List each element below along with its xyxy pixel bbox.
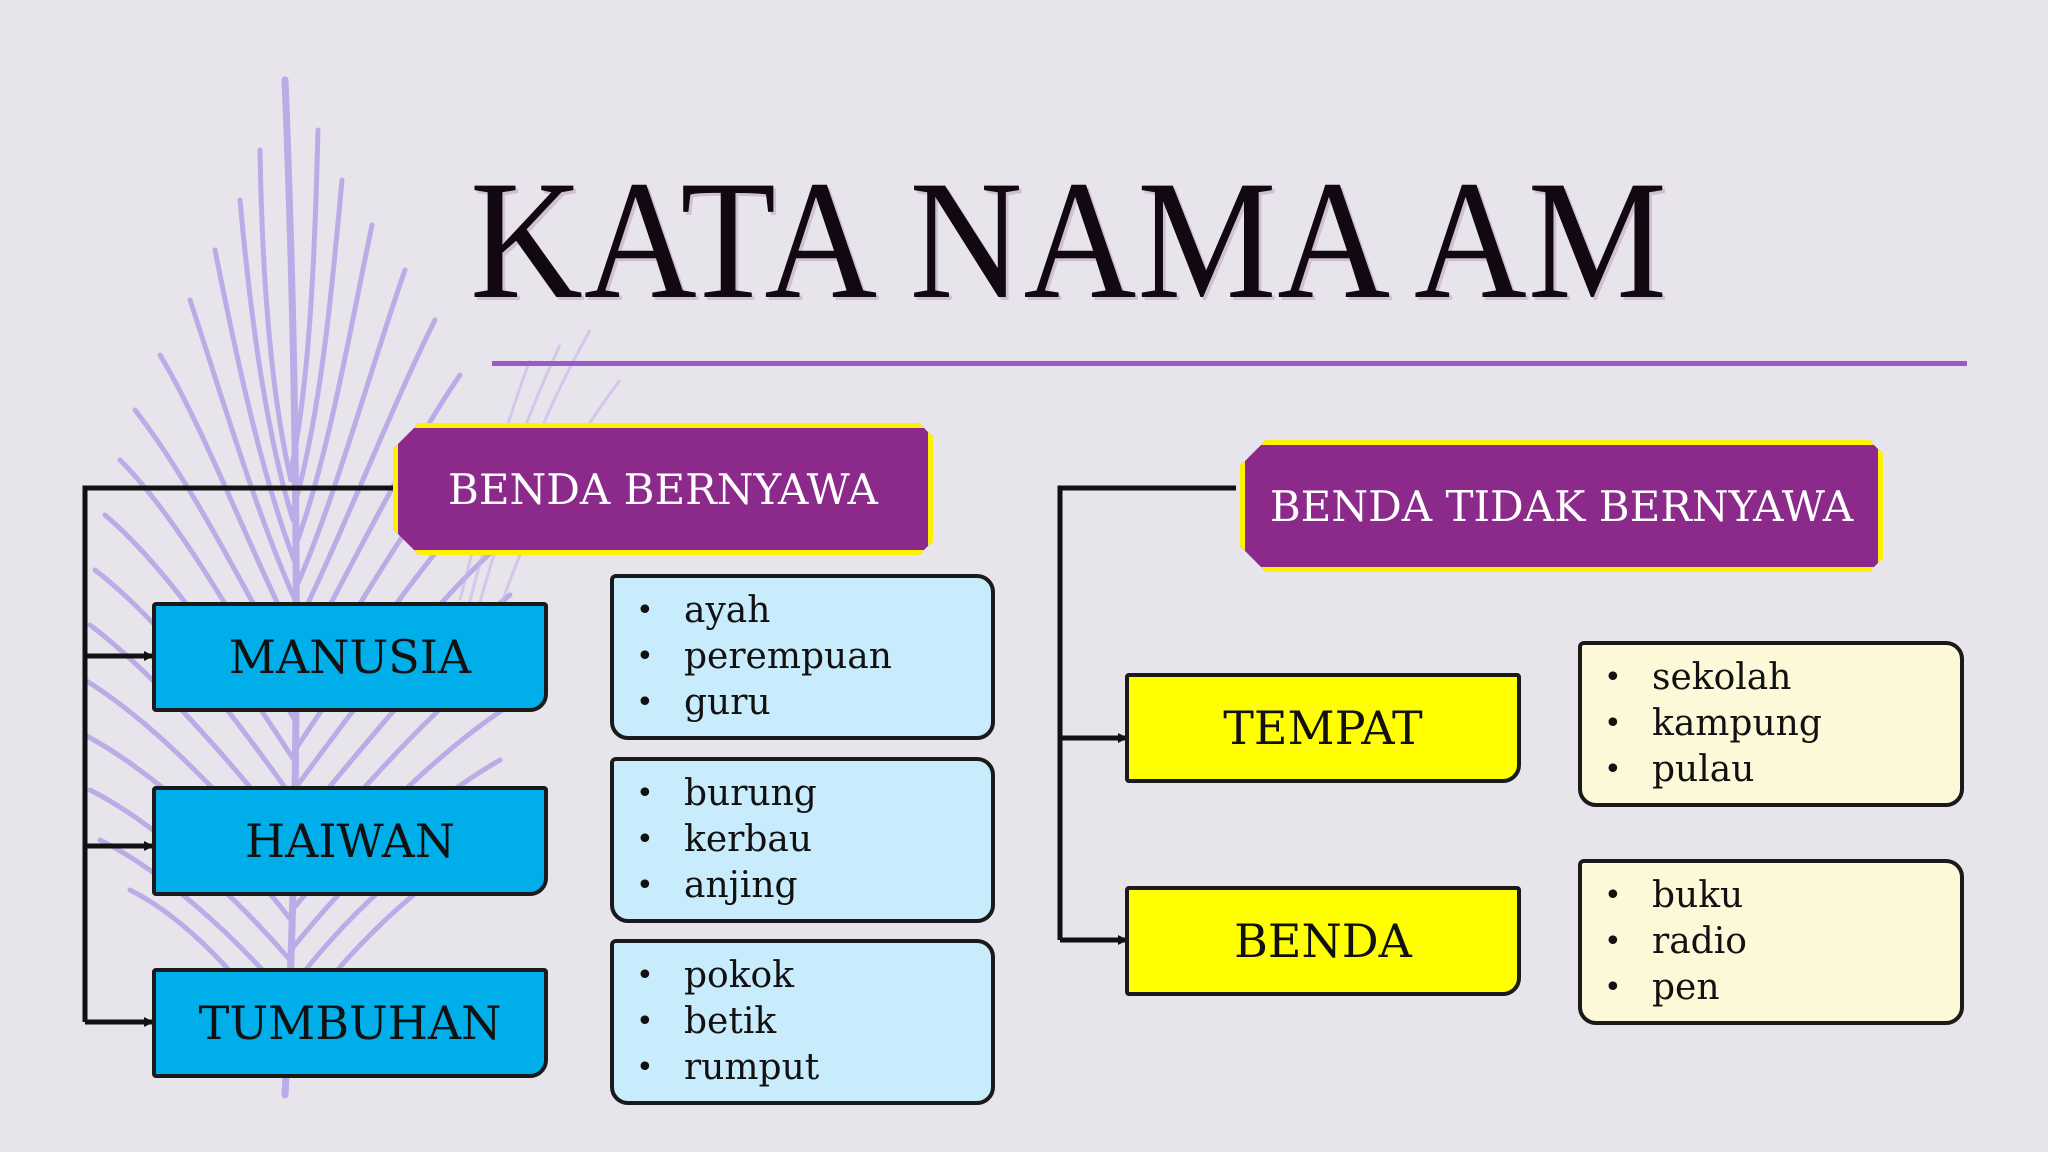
- subcategory-tempat: TEMPAT: [1125, 673, 1521, 783]
- examples-benda: buku radio pen: [1578, 859, 1964, 1025]
- list-item: rumput: [614, 1045, 991, 1091]
- subcategory-benda: BENDA: [1125, 886, 1521, 996]
- examples-tumbuhan: pokok betik rumput: [610, 939, 995, 1105]
- list-item: pokok: [614, 953, 991, 999]
- list-item: guru: [614, 680, 991, 726]
- subcategory-label: HAIWAN: [245, 814, 455, 868]
- subcategory-manusia: MANUSIA: [152, 602, 548, 712]
- subcategory-tumbuhan: TUMBUHAN: [152, 968, 548, 1078]
- list-item: radio: [1582, 919, 1960, 965]
- category-label: BENDA TIDAK BERNYAWA: [1269, 481, 1854, 531]
- list-item: betik: [614, 999, 991, 1045]
- page-title: KATA NAMA AM: [470, 146, 1668, 334]
- list-item: kampung: [1582, 701, 1960, 747]
- example-list: buku radio pen: [1582, 873, 1960, 1011]
- title-divider: [492, 361, 1967, 366]
- example-list: ayah perempuan guru: [614, 588, 991, 726]
- category-benda-tidak-bernyawa: BENDA TIDAK BERNYAWA: [1240, 440, 1883, 572]
- example-list: burung kerbau anjing: [614, 771, 991, 909]
- subcategory-label: MANUSIA: [228, 630, 472, 684]
- list-item: pen: [1582, 965, 1960, 1011]
- list-item: sekolah: [1582, 655, 1960, 701]
- examples-haiwan: burung kerbau anjing: [610, 757, 995, 923]
- subcategory-haiwan: HAIWAN: [152, 786, 548, 896]
- example-list: pokok betik rumput: [614, 953, 991, 1091]
- right-trunk-line: [1057, 485, 1236, 940]
- examples-tempat: sekolah kampung pulau: [1578, 641, 1964, 807]
- list-item: burung: [614, 771, 991, 817]
- subcategory-label: TEMPAT: [1223, 701, 1423, 755]
- list-item: anjing: [614, 863, 991, 909]
- examples-manusia: ayah perempuan guru: [610, 574, 995, 740]
- left-trunk-line: [82, 485, 395, 1022]
- subcategory-label: BENDA: [1234, 914, 1412, 968]
- category-benda-bernyawa: BENDA BERNYAWA: [393, 423, 933, 555]
- list-item: kerbau: [614, 817, 991, 863]
- category-label: BENDA BERNYAWA: [447, 464, 879, 514]
- list-item: buku: [1582, 873, 1960, 919]
- list-item: ayah: [614, 588, 991, 634]
- list-item: perempuan: [614, 634, 991, 680]
- list-item: pulau: [1582, 747, 1960, 793]
- example-list: sekolah kampung pulau: [1582, 655, 1960, 793]
- subcategory-label: TUMBUHAN: [198, 996, 502, 1050]
